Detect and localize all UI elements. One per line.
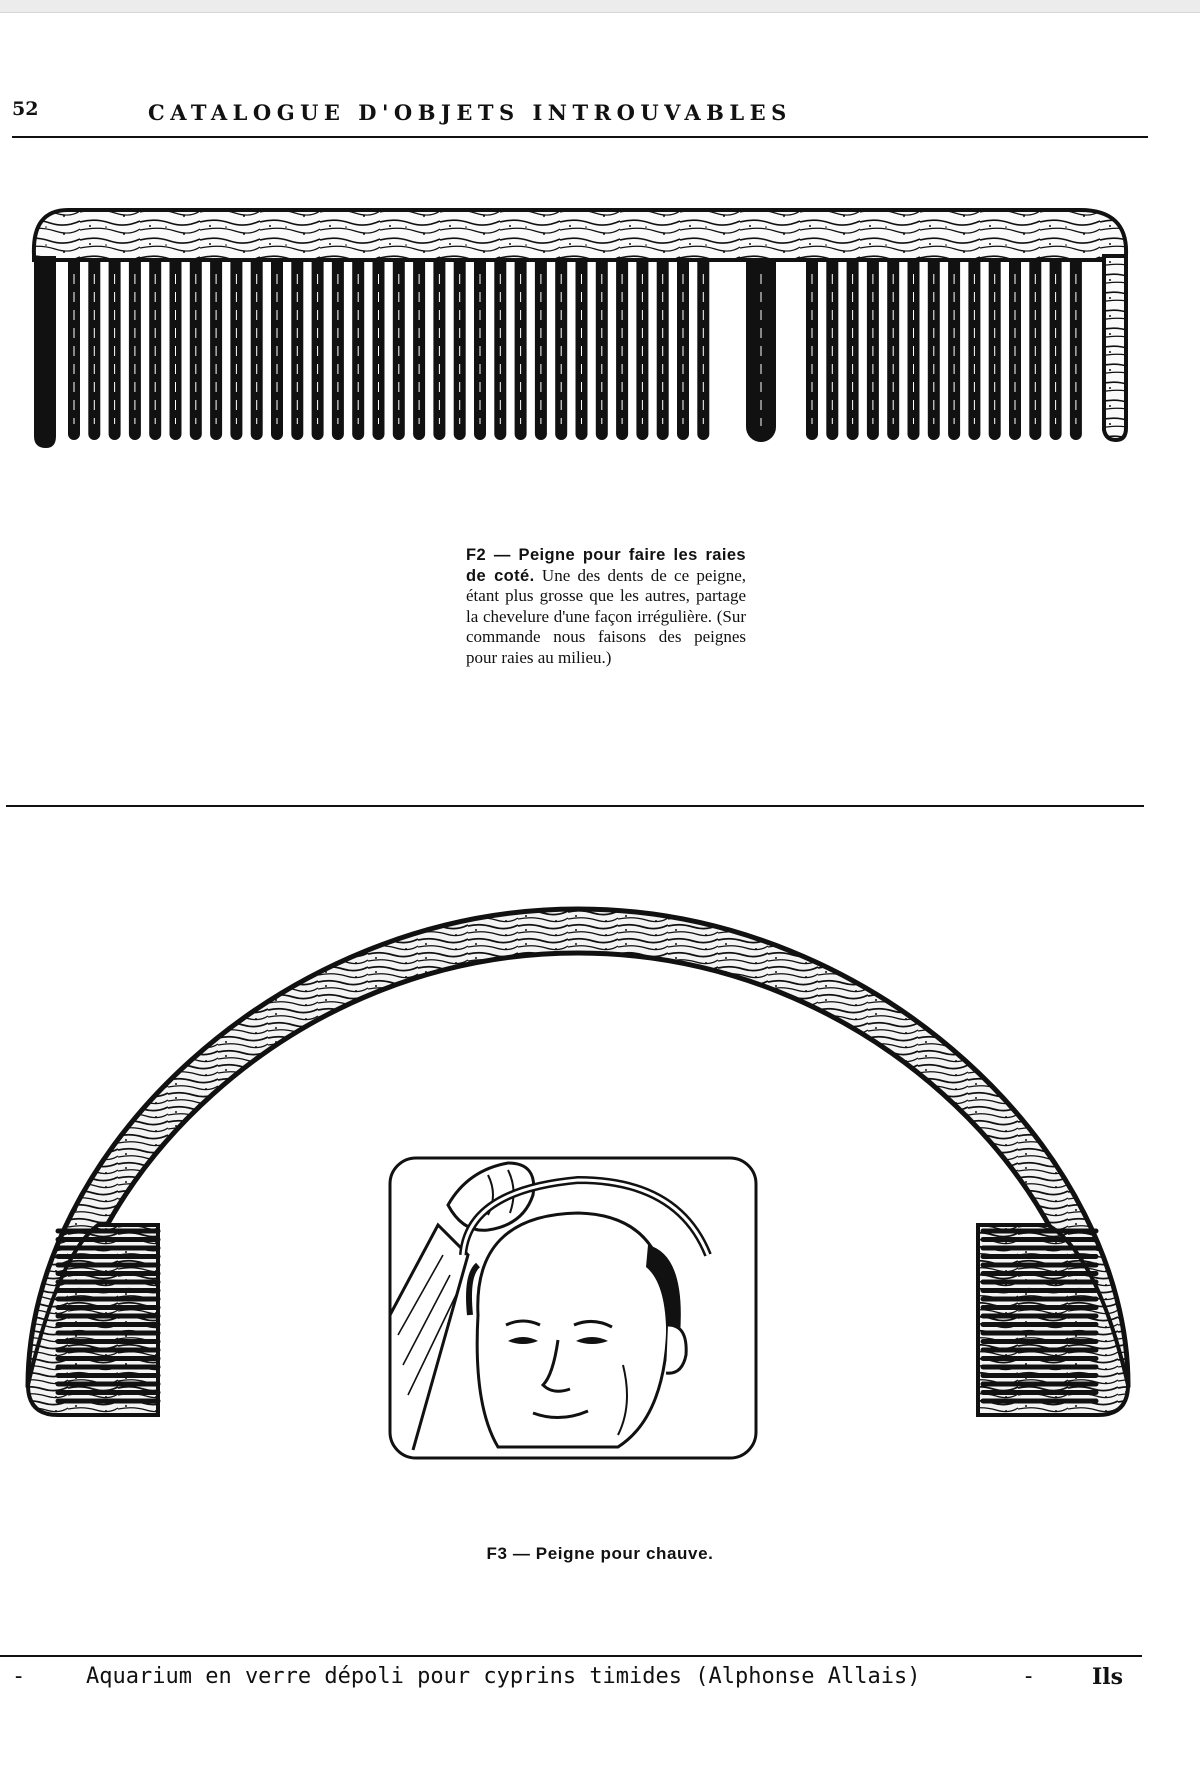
caption-f2: F2 — Peigne pour faire les raies de coté… [466,545,746,668]
header-rule [12,136,1148,138]
comb-side-parting-illustration [20,200,1140,500]
bald-man-inset [388,1156,758,1460]
footer: - Aquarium en verre dépoli pour cyprins … [0,1664,1142,1696]
footer-continuation: Ils [1092,1664,1124,1690]
caption-f3: F3 — Peigne pour chauve. [486,1544,714,1563]
page-number: 52 [12,98,39,120]
arched-comb-illustration [18,895,1138,1470]
caption-f2-text: Une des dents de ce peigne, étant plus g… [466,565,746,667]
caption-f2-label: F2 — Peigne pour faire les raies de coté… [466,546,746,585]
page-title: CATALOGUE D'OBJETS INTROUVABLES [148,100,792,125]
footer-rule [0,1655,1142,1657]
section-divider [6,805,1144,807]
browser-top-strip [0,0,1200,13]
footer-dash-right: - [1022,1664,1036,1689]
footer-quote: Aquarium en verre dépoli pour cyprins ti… [86,1664,921,1689]
footer-dash-left: - [12,1664,26,1689]
